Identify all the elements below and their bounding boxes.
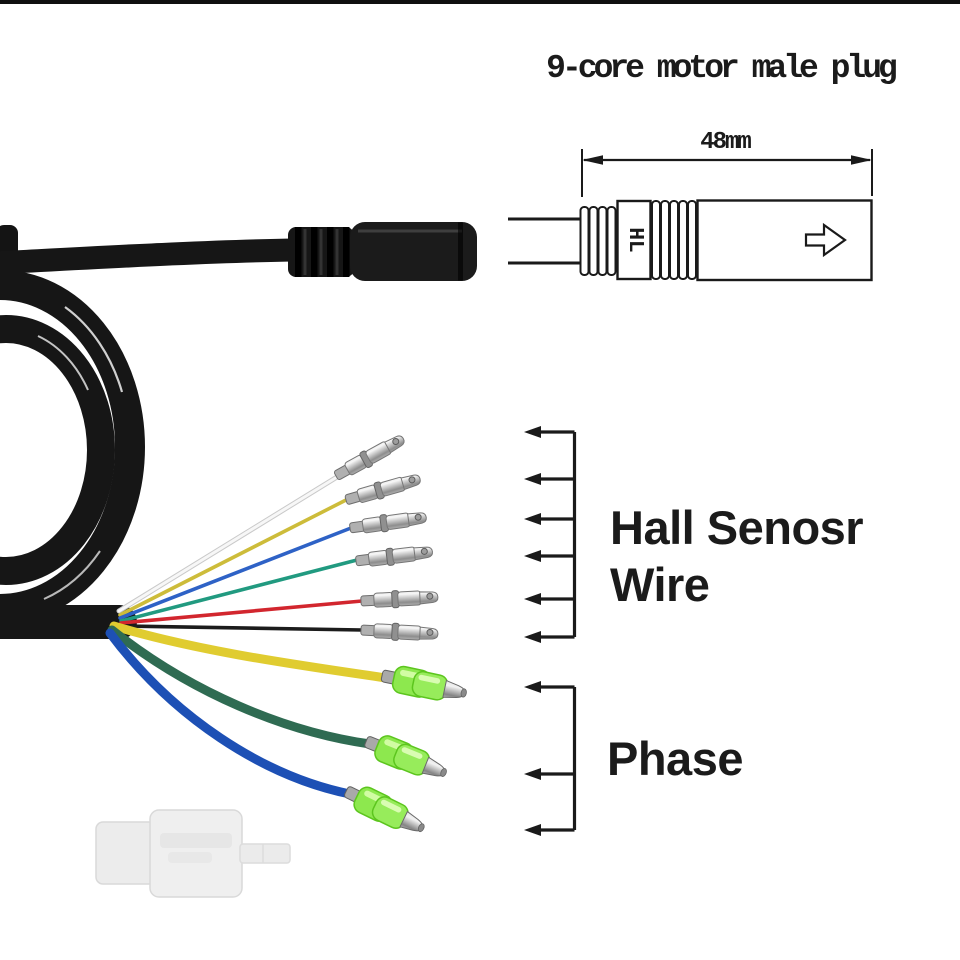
hall-pin-terminal-6 (360, 621, 439, 644)
hall-arrow-icon-4 (524, 550, 541, 562)
hall-pin-terminals (331, 430, 439, 644)
dimension-annotation (581, 149, 873, 197)
motor-connector-barrel (288, 222, 477, 281)
dimension-arrow-left-icon (582, 155, 603, 165)
connector-ribs-right (651, 200, 697, 280)
top-border-bar (0, 0, 960, 4)
phase-wires (105, 621, 391, 799)
hall-wire-red (119, 599, 364, 625)
connector-ribs-left (579, 206, 617, 276)
hall-pin-terminal-4 (354, 542, 434, 570)
hall-arrow-icon-5 (524, 593, 541, 605)
hall-pin-terminal-5 (360, 587, 439, 610)
hall-wire-green (119, 558, 359, 623)
connector-line-drawing: HL (508, 199, 873, 282)
hall-sensor-label: Hall Senosr Wire (610, 501, 876, 612)
phase-label: Phase (607, 732, 743, 785)
hall-bracket (524, 426, 577, 643)
hall-arrow-icon-2 (524, 473, 541, 485)
hall-wire-black (120, 624, 364, 632)
cable-coil (0, 270, 145, 624)
connector-marking-block (616, 199, 652, 281)
phase-wire-yellow (109, 621, 391, 683)
connector-marking-text: HL (623, 227, 646, 252)
phase-arrow-icon-2 (524, 768, 541, 780)
phase-wire-green (107, 625, 375, 749)
hall-arrow-icon-3 (524, 513, 541, 525)
phase-connector-1 (378, 661, 470, 708)
phase-connector-3 (339, 778, 431, 842)
white-plug-connector (95, 809, 291, 898)
phase-arrow-icon-3 (524, 824, 541, 836)
page-title: 9-core motor male plug (546, 50, 898, 87)
hall-pin-terminal-2 (343, 470, 423, 509)
hall-wire-yellow (118, 498, 348, 617)
phase-bracket (524, 681, 577, 836)
hall-pin-terminal-1 (331, 430, 408, 484)
hall-pin-terminal-3 (348, 508, 428, 537)
phase-connector-2 (360, 727, 452, 787)
hall-wire-white (117, 475, 339, 613)
phase-arrow-icon-1 (524, 681, 541, 693)
dimension-label: 48mm (700, 129, 752, 156)
hall-arrow-icon-1 (524, 426, 541, 438)
dimension-arrow-right-icon (851, 155, 872, 165)
phase-wire-blue (105, 628, 355, 799)
phase-connectors (339, 661, 470, 842)
cable-to-connector (0, 225, 297, 275)
hall-arrow-icon-6 (524, 631, 541, 643)
hall-wire-blue (118, 526, 353, 620)
direction-arrow-icon (804, 222, 847, 258)
hall-wires (116, 474, 364, 632)
